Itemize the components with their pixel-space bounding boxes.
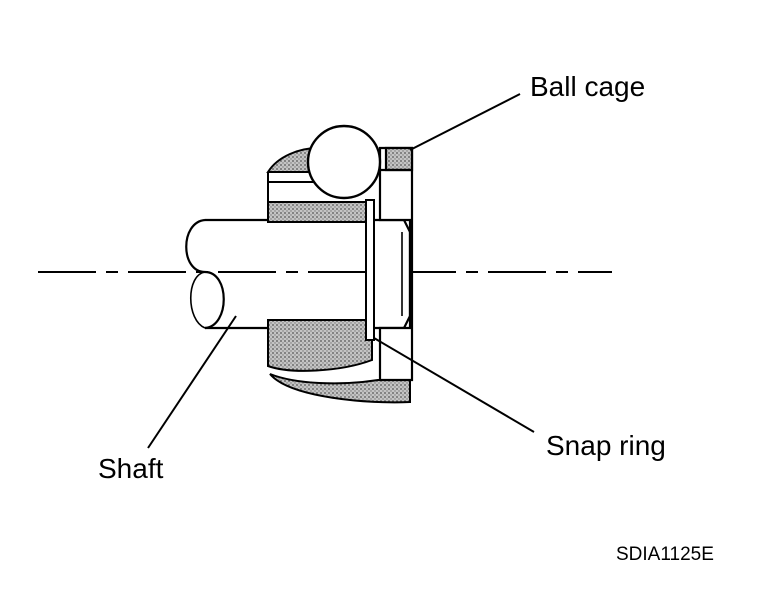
shaft-end	[370, 218, 412, 330]
snap-ring-label: Snap ring	[546, 430, 666, 461]
ball-cage-label: Ball cage	[530, 71, 646, 102]
outer-race-top-line	[267, 172, 318, 202]
inner-race-upper	[267, 201, 373, 223]
inner-race-lower	[267, 319, 373, 372]
figure-code: SDIA1125E	[616, 544, 714, 565]
leader-shaft	[147, 315, 237, 449]
snap-ring	[365, 199, 375, 341]
shaft-label: Shaft	[98, 453, 164, 484]
ball-cage	[378, 146, 414, 382]
ball	[306, 124, 382, 200]
leader-ball-cage	[409, 93, 521, 151]
outer-race-lower	[269, 373, 411, 404]
leader-snap-ring	[373, 337, 535, 433]
shaft	[185, 218, 374, 330]
